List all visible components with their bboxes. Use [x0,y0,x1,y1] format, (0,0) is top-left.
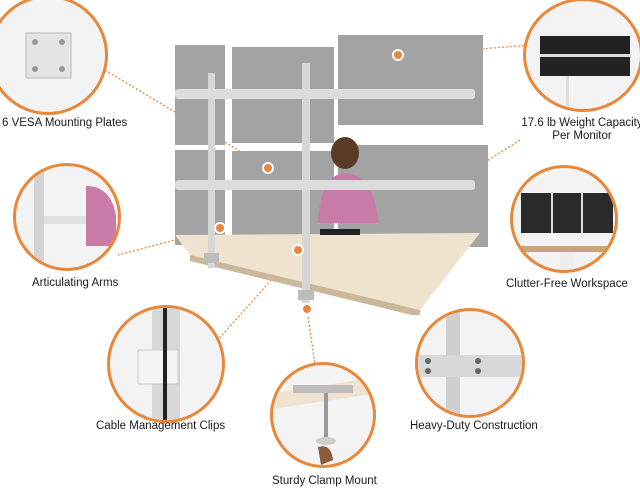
weight-circle [523,0,640,112]
clamp-circle [270,362,376,468]
hotspot-weight [392,49,404,61]
label-clips: Cable Management Clips [96,420,226,432]
label-workspace: Clutter-Free Workspace [506,278,628,290]
hotspot-clamp [301,303,313,315]
cable-clip-icon [137,308,180,420]
workspace-circle [510,165,618,273]
arm-hand-icon [34,166,116,268]
vesa-plate-icon [25,32,72,79]
hotspot-arms [214,222,226,234]
hotspot-clips [292,244,304,256]
monitor-mount-product [175,35,488,315]
triple-monitor-icon [540,36,630,106]
steel-bracket-icon [418,311,522,415]
label-weight-line1: 17.6 lb Weight Capacity [521,117,640,129]
workspace-icon [513,193,615,270]
label-arms: Articulating Arms [32,277,119,289]
label-clamp: Sturdy Clamp Mount [272,475,377,487]
hotspot-vesa [262,162,274,174]
label-vesa: 6 VESA Mounting Plates [2,117,128,129]
vesa-plate-circle [0,0,108,115]
construction-circle [415,308,525,418]
clips-circle [107,305,225,423]
clamp-hand-icon [273,377,373,465]
label-construction: Heavy-Duty Construction [410,420,538,432]
arms-circle [13,163,121,271]
label-weight-line2: Per Monitor [552,130,612,142]
